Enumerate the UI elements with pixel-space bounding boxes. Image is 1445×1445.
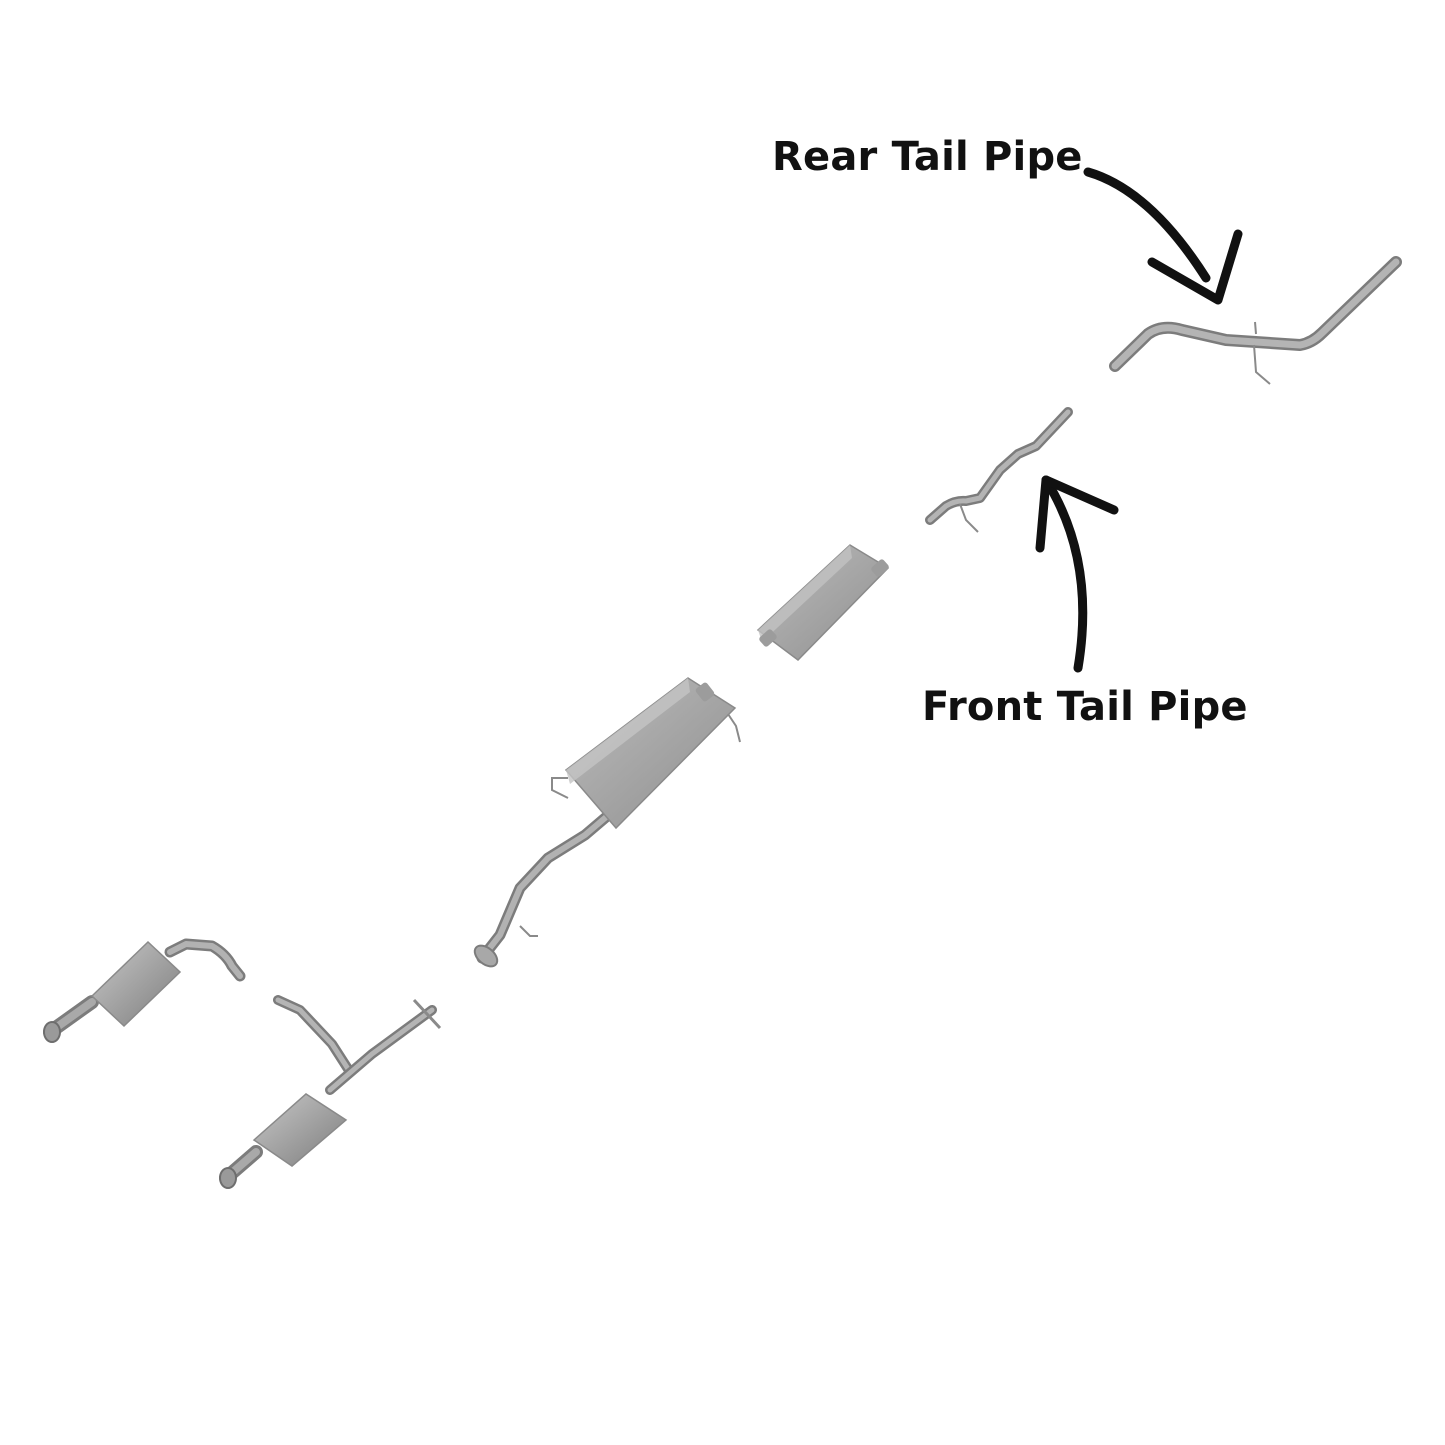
right-catalytic-converter (219, 995, 442, 1189)
rear-tail-pipe (1109, 256, 1402, 385)
mid-muffler-assembly (473, 677, 741, 968)
front-tail-pipe-label: Front Tail Pipe (922, 684, 1248, 730)
front-tail-pipe-arrow (1035, 475, 1119, 673)
left-catalytic-converter (43, 938, 246, 1043)
front-tail-pipe (925, 407, 1073, 533)
rear-tail-pipe-arrow (1083, 167, 1243, 305)
rear-tail-pipe-label: Rear Tail Pipe (772, 134, 1083, 180)
rear-muffler (756, 544, 890, 661)
